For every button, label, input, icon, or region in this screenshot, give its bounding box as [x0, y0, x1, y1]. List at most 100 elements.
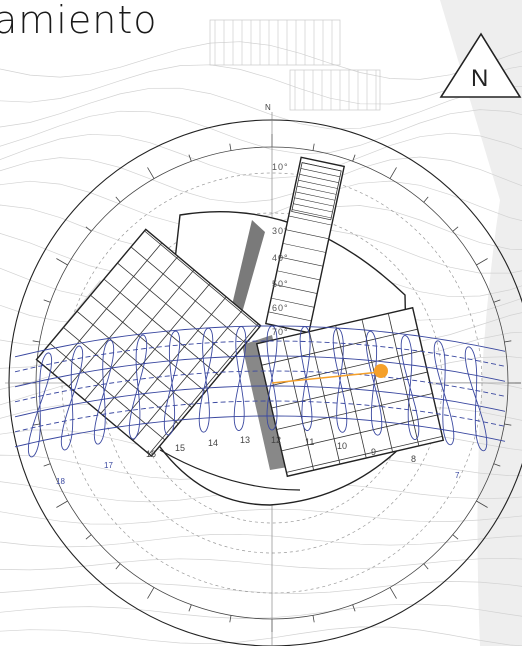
analemma-loop	[60, 345, 84, 451]
altitude-label: 60°	[272, 303, 289, 313]
tower-floor-line	[285, 229, 329, 240]
tower-hatch-line	[293, 203, 333, 213]
sun-path-line	[14, 370, 506, 403]
hour-label: 12	[271, 435, 281, 445]
building-grid-line	[116, 296, 227, 428]
sun-path-line	[14, 355, 506, 388]
analemma-loop	[266, 325, 278, 431]
hour-label: 8	[411, 454, 416, 464]
altitude-label: 50°	[272, 279, 289, 289]
terrain-shading	[440, 0, 522, 646]
sun-ray	[271, 371, 381, 384]
compass-tick	[504, 423, 512, 426]
sun-position-marker	[374, 364, 388, 378]
building-north-tower	[264, 156, 346, 334]
compass-tick	[32, 423, 40, 426]
compass-tick	[504, 340, 512, 343]
hour-label: 14	[208, 438, 218, 448]
sun-path-line	[14, 400, 506, 433]
contour-line	[0, 132, 522, 179]
analemma-loop	[93, 339, 115, 445]
tower-hatch-line	[297, 185, 337, 195]
building-grid-line	[100, 283, 211, 414]
tower-floor-line	[288, 215, 332, 226]
parking-grid	[209, 19, 381, 111]
contour-line	[0, 109, 522, 155]
hour-label: 15	[175, 443, 185, 453]
altitude-labels: 10° 30° 40° 50° 60° 70°	[272, 162, 289, 337]
building-grid-line	[103, 278, 220, 376]
hour-label: 11	[305, 437, 314, 447]
compass-tick	[43, 463, 51, 467]
hour-label: 10	[337, 441, 347, 451]
tower-floor-line	[271, 297, 315, 308]
compass-tick	[389, 587, 397, 599]
building-grid-line	[281, 414, 438, 452]
hour-label: 9	[371, 447, 376, 457]
hour-label: 7	[455, 471, 460, 480]
tower-floor-line	[274, 284, 318, 294]
analemma-loop	[163, 330, 181, 436]
hour-label: 18	[56, 477, 65, 486]
compass-tick	[229, 143, 232, 151]
sun-path-curves	[14, 325, 506, 448]
compass-tick	[115, 563, 121, 570]
building-grid-line	[261, 328, 418, 366]
compass-tick	[188, 154, 192, 162]
analemma-loop	[433, 340, 455, 446]
contour-line	[0, 156, 522, 204]
building-grid-line	[144, 230, 260, 328]
compass-tick	[389, 167, 397, 179]
compass-tick	[229, 615, 232, 623]
compass-tick	[476, 500, 488, 508]
compass-tick	[56, 258, 68, 266]
compass-tick	[147, 587, 155, 599]
altitude-label: 10°	[272, 162, 289, 172]
building-southeast	[255, 306, 445, 478]
contour-line	[0, 533, 522, 548]
building-grid-line	[286, 435, 443, 473]
compass-north-label: N	[265, 103, 271, 112]
contour-line	[0, 85, 522, 130]
building-grid-line	[271, 371, 428, 409]
building-grid-line	[117, 262, 233, 360]
analemma-loop	[27, 352, 53, 458]
contour-line	[0, 626, 522, 646]
building-grid-line	[335, 325, 367, 459]
compass-tick	[85, 226, 92, 232]
tower-floor-line	[276, 270, 321, 281]
tower-hatch-line	[292, 209, 332, 219]
compass-tick	[452, 534, 459, 540]
parking-stalls	[214, 20, 377, 110]
analemma-loop	[299, 326, 313, 432]
compass-tick	[423, 563, 429, 570]
hour-label: 13	[240, 435, 250, 445]
north-arrow-label: N	[471, 65, 488, 92]
compass-tick	[493, 463, 501, 467]
altitude-label: 70°	[272, 327, 289, 337]
compass-tick	[56, 500, 68, 508]
building-grid-line	[63, 327, 179, 425]
tower-floor-line	[282, 243, 326, 253]
tower-hatch-line	[299, 174, 339, 183]
building-shadow-1	[228, 220, 265, 322]
compass-ticks	[23, 134, 521, 632]
hour-label: 17	[104, 461, 113, 470]
building-grid-line	[308, 331, 341, 465]
building-grid-line	[68, 256, 179, 387]
building-grid-line	[52, 242, 163, 374]
compass-tick	[452, 226, 459, 232]
compass-tick	[493, 299, 501, 303]
altitude-label: 40°	[272, 253, 289, 263]
north-arrow-icon: N	[439, 32, 522, 98]
hour-label: 16	[146, 449, 156, 459]
fan-building-arc-inner	[159, 449, 301, 491]
compass-tick	[188, 604, 192, 612]
analemma-loop	[233, 326, 247, 431]
tower-floor-line	[268, 311, 312, 322]
sun-path-line	[14, 385, 506, 418]
compass-tick	[32, 340, 40, 343]
compass-tick	[115, 196, 121, 203]
building-grid-line	[361, 319, 393, 453]
